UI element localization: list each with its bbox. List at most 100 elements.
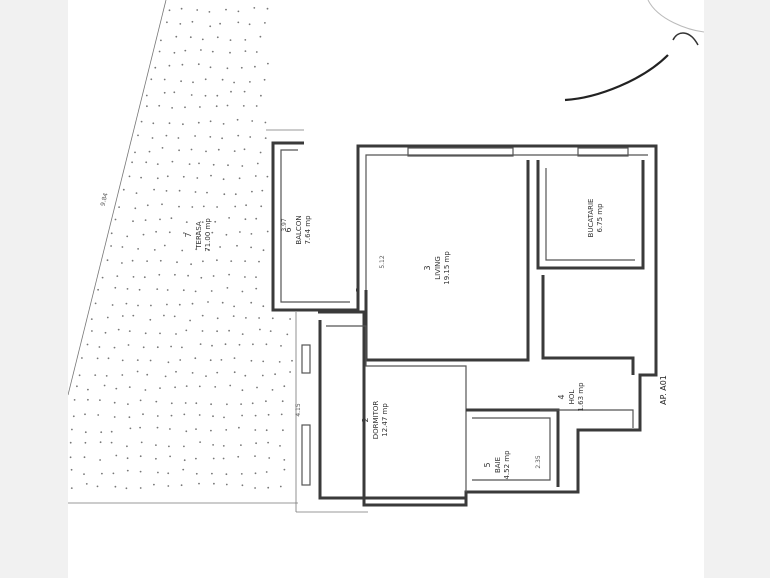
apartment-outer-wall [318,144,658,507]
hatch-dot [241,484,244,487]
bedroom-window-2 [301,424,311,486]
hatch-dot [200,276,203,279]
balcony-number: 6 [284,227,293,232]
signature-stroke-2 [672,32,699,46]
hatch-dot [212,444,215,446]
hatch-dot [225,233,228,236]
hatch-dot [244,276,246,278]
hatch-dot [87,388,89,391]
hatch-dot [158,50,161,53]
hatch-dot [227,164,229,167]
hatch-dot [255,105,258,107]
hatch-dot [175,333,177,335]
hatch-dot [209,136,212,138]
hatch-dot [99,459,101,461]
hatch-dot [185,385,188,387]
hatch-dot [211,50,214,53]
hatch-dot [261,189,264,192]
hatch-dot [229,51,231,54]
terrace-hatch [69,7,293,490]
hatch-dot [264,22,266,24]
hatch-dot [176,261,178,264]
hatch-dot [250,233,253,235]
hatch-dot [211,344,213,347]
hatch-dot [168,9,171,12]
hatch-dot [173,51,176,54]
hatch-dot [170,345,172,348]
hatch-dot [225,8,227,11]
hatch-dot [127,344,130,346]
hatch-dot [134,207,137,210]
hatch-dot [199,106,201,108]
hatch-dot [228,217,231,219]
hatch-dot [197,63,200,66]
hatch-dot [254,65,256,68]
hatch-dot [174,273,176,276]
hatch-dot [149,318,152,321]
hatch-dot [152,122,155,125]
hatch-dot [237,134,240,137]
hatch-dot [142,413,144,416]
hatch-dot [159,218,161,221]
hatch-dot [255,276,257,278]
hatch-dot [159,332,161,335]
hatch-dot [139,455,142,458]
hatch-dot [114,218,117,221]
hatch-dot [94,374,97,376]
hatch-dot [73,399,76,401]
hatch-dot [81,357,83,359]
hatch-dot [181,63,184,66]
balcony-inner-line [280,149,350,303]
living-height-dim: 5.12 [379,255,386,269]
hatch-dot [128,330,131,332]
hatch-dot [221,301,224,304]
hatch-dot [150,78,153,81]
hatch-dot [146,373,149,376]
hatch-dot [201,221,204,224]
hatch-dot [194,357,197,360]
hatch-dot [222,178,225,181]
hatch-dot [265,471,268,473]
hatch-dot [198,414,201,416]
hatch-dot [216,36,219,39]
hatch-dot [128,175,131,178]
hatch-dot [210,429,212,432]
hatch-dot [169,455,171,458]
hatch-dot [197,121,200,124]
hatch-dot [144,332,147,335]
hatch-dot [220,359,223,361]
hatch-dot [213,482,215,485]
hatch-dot [145,94,148,97]
hatch-dot [251,190,253,193]
hatch-dot [224,343,227,346]
kitchen-inner [545,168,635,261]
living-label: 3 LIVING 19.15 mp [423,251,451,285]
hatch-dot [244,218,247,221]
hatch-dot [83,473,85,475]
hatch-dot [262,360,265,363]
hatch-dot [190,263,192,266]
hall-area: 1.63 mp [577,382,585,412]
kitchen-label: BUCATARIE 6.75 mp [587,199,604,238]
hatch-dot [177,137,180,139]
hatch-dot [251,120,254,122]
hatch-dot [129,427,132,430]
kitchen-area: 6.75 mp [596,203,604,233]
hatch-dot [140,176,142,179]
terrace-name: TERASA [195,221,203,250]
hatch-dot [262,305,265,308]
hall-wall [541,275,635,375]
hatch-dot [289,318,291,320]
hatch-dot [132,276,135,278]
hatch-dot [166,289,169,291]
hatch-dot [212,275,215,277]
hatch-dot [187,274,189,277]
hatch-dot [121,246,124,248]
hatch-dot [209,66,212,69]
hatch-dot [156,346,159,349]
hatch-dot [214,386,217,388]
hatch-dot [122,188,125,191]
hatch-dot [283,468,286,471]
bath-wall [466,408,560,487]
hatch-dot [178,303,181,306]
